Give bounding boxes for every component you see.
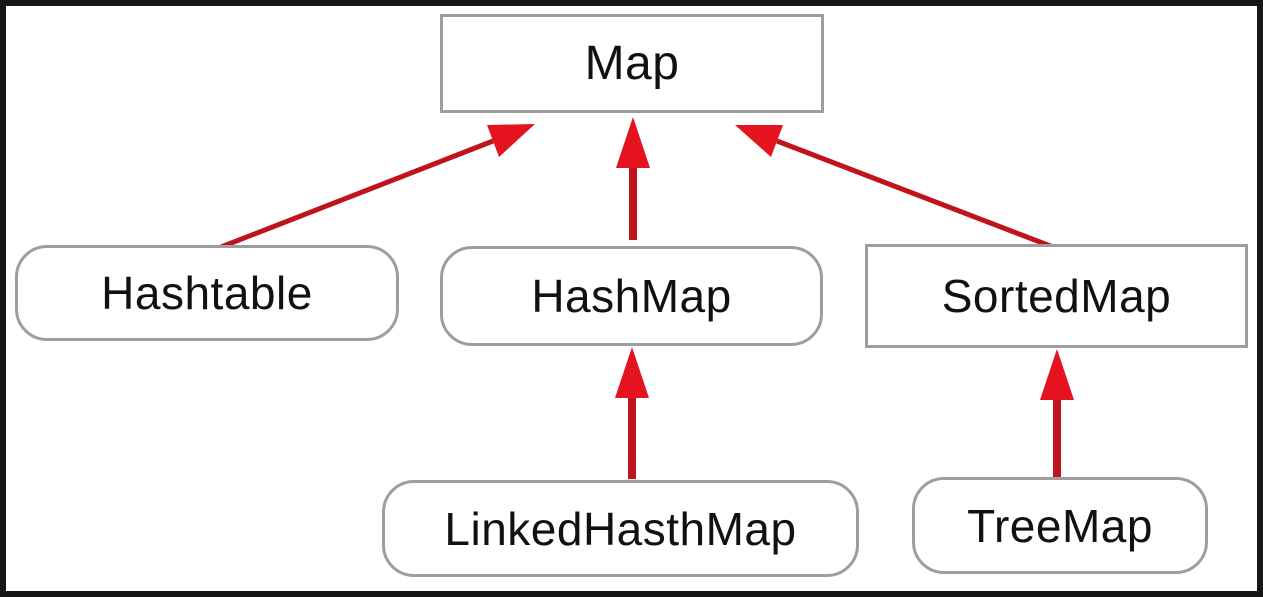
node-map-label: Map [584,36,680,90]
node-sortedmap: SortedMap [865,244,1248,348]
node-map: Map [440,14,824,113]
arrow-linkedhashmap-to-hashmap [615,347,649,479]
node-linkedhashmap-label: LinkedHasthMap [444,502,797,555]
arrow-treemap-to-sortedmap [1040,349,1074,479]
node-hashtable: Hashtable [15,245,399,341]
node-treemap-label: TreeMap [967,499,1153,552]
node-hashtable-label: Hashtable [101,267,313,319]
node-hashmap: HashMap [440,246,823,346]
node-hashmap-label: HashMap [531,270,732,322]
node-treemap: TreeMap [912,477,1208,574]
node-sortedmap-label: SortedMap [941,270,1172,322]
arrow-hashtable-to-map [220,124,535,250]
node-linkedhashmap: LinkedHasthMap [382,480,859,577]
arrow-hashmap-to-map [616,117,650,240]
arrow-sortedmap-to-map [735,125,1054,250]
